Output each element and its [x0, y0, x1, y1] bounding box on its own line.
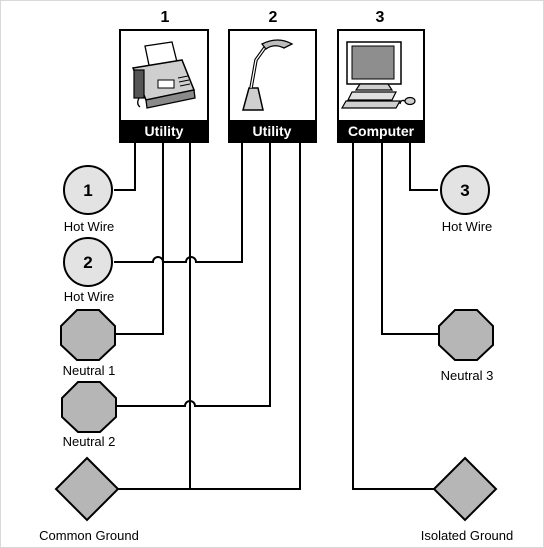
device-3-label-bar: [338, 120, 424, 142]
hot-wire-2-label: Hot Wire: [64, 289, 115, 304]
isolated-ground-label: Isolated Ground: [421, 528, 514, 543]
wire-hot-1: [114, 142, 136, 191]
hot-wire-3-number: 3: [460, 181, 469, 200]
terminal-neutral-2: Neutral 2: [61, 381, 117, 449]
wires: [114, 142, 441, 490]
wire-neutral-3: [381, 142, 441, 335]
device-1: 1 Utility: [119, 9, 209, 143]
wire-neutral-2: [117, 142, 271, 407]
neutral-2-label: Neutral 2: [63, 434, 116, 449]
device-1-label: Utility: [145, 123, 184, 139]
computer-icon: [340, 41, 416, 109]
neutral-1-label: Neutral 1: [63, 363, 116, 378]
wire-neutral-1: [115, 142, 164, 335]
neutral-3-node: [438, 309, 494, 361]
terminal-neutral-3: Neutral 3: [438, 309, 494, 383]
device-2-number: 2: [269, 9, 278, 26]
device-3-number: 3: [376, 9, 385, 26]
common-ground-label: Common Ground: [39, 528, 139, 543]
device-1-number: 1: [161, 9, 170, 26]
neutral-2-node: [61, 381, 117, 433]
hot-wire-2-number: 2: [83, 253, 92, 272]
neutral-1-node: [60, 309, 116, 361]
wire-common-ground: [118, 142, 301, 490]
hot-wire-1-node: [63, 165, 113, 215]
device-2: 2 Utility: [228, 9, 317, 143]
terminal-neutral-1: Neutral 1: [60, 309, 116, 378]
fax-machine-icon: [131, 41, 196, 109]
hot-wire-3-node: [440, 165, 490, 215]
common-ground-node: [54, 456, 120, 522]
wire-hot-2: [114, 142, 243, 263]
device-2-label: Utility: [253, 123, 292, 139]
device-1-label-bar: [120, 120, 208, 142]
neutral-3-label: Neutral 3: [441, 368, 494, 383]
hot-wire-3-label: Hot Wire: [442, 219, 493, 234]
desk-lamp-icon: [242, 39, 294, 111]
terminal-hot-3: 3 Hot Wire: [440, 165, 493, 234]
terminal-hot-2: 2 Hot Wire: [63, 237, 115, 304]
isolated-ground-node: [432, 456, 498, 522]
terminal-hot-1: 1 Hot Wire: [63, 165, 115, 234]
terminal-isolated-ground: Isolated Ground: [421, 456, 514, 543]
hot-wire-1-number: 1: [83, 181, 92, 200]
wire-isolated-ground: [352, 142, 434, 490]
device-3: 3 Computer: [337, 9, 425, 143]
device-3-label: Computer: [348, 123, 415, 139]
device-2-label-bar: [229, 120, 316, 142]
hot-wire-2-node: [63, 237, 113, 287]
wire-hot-3: [409, 142, 438, 191]
hot-wire-1-label: Hot Wire: [64, 219, 115, 234]
terminal-common-ground: Common Ground: [39, 456, 139, 543]
